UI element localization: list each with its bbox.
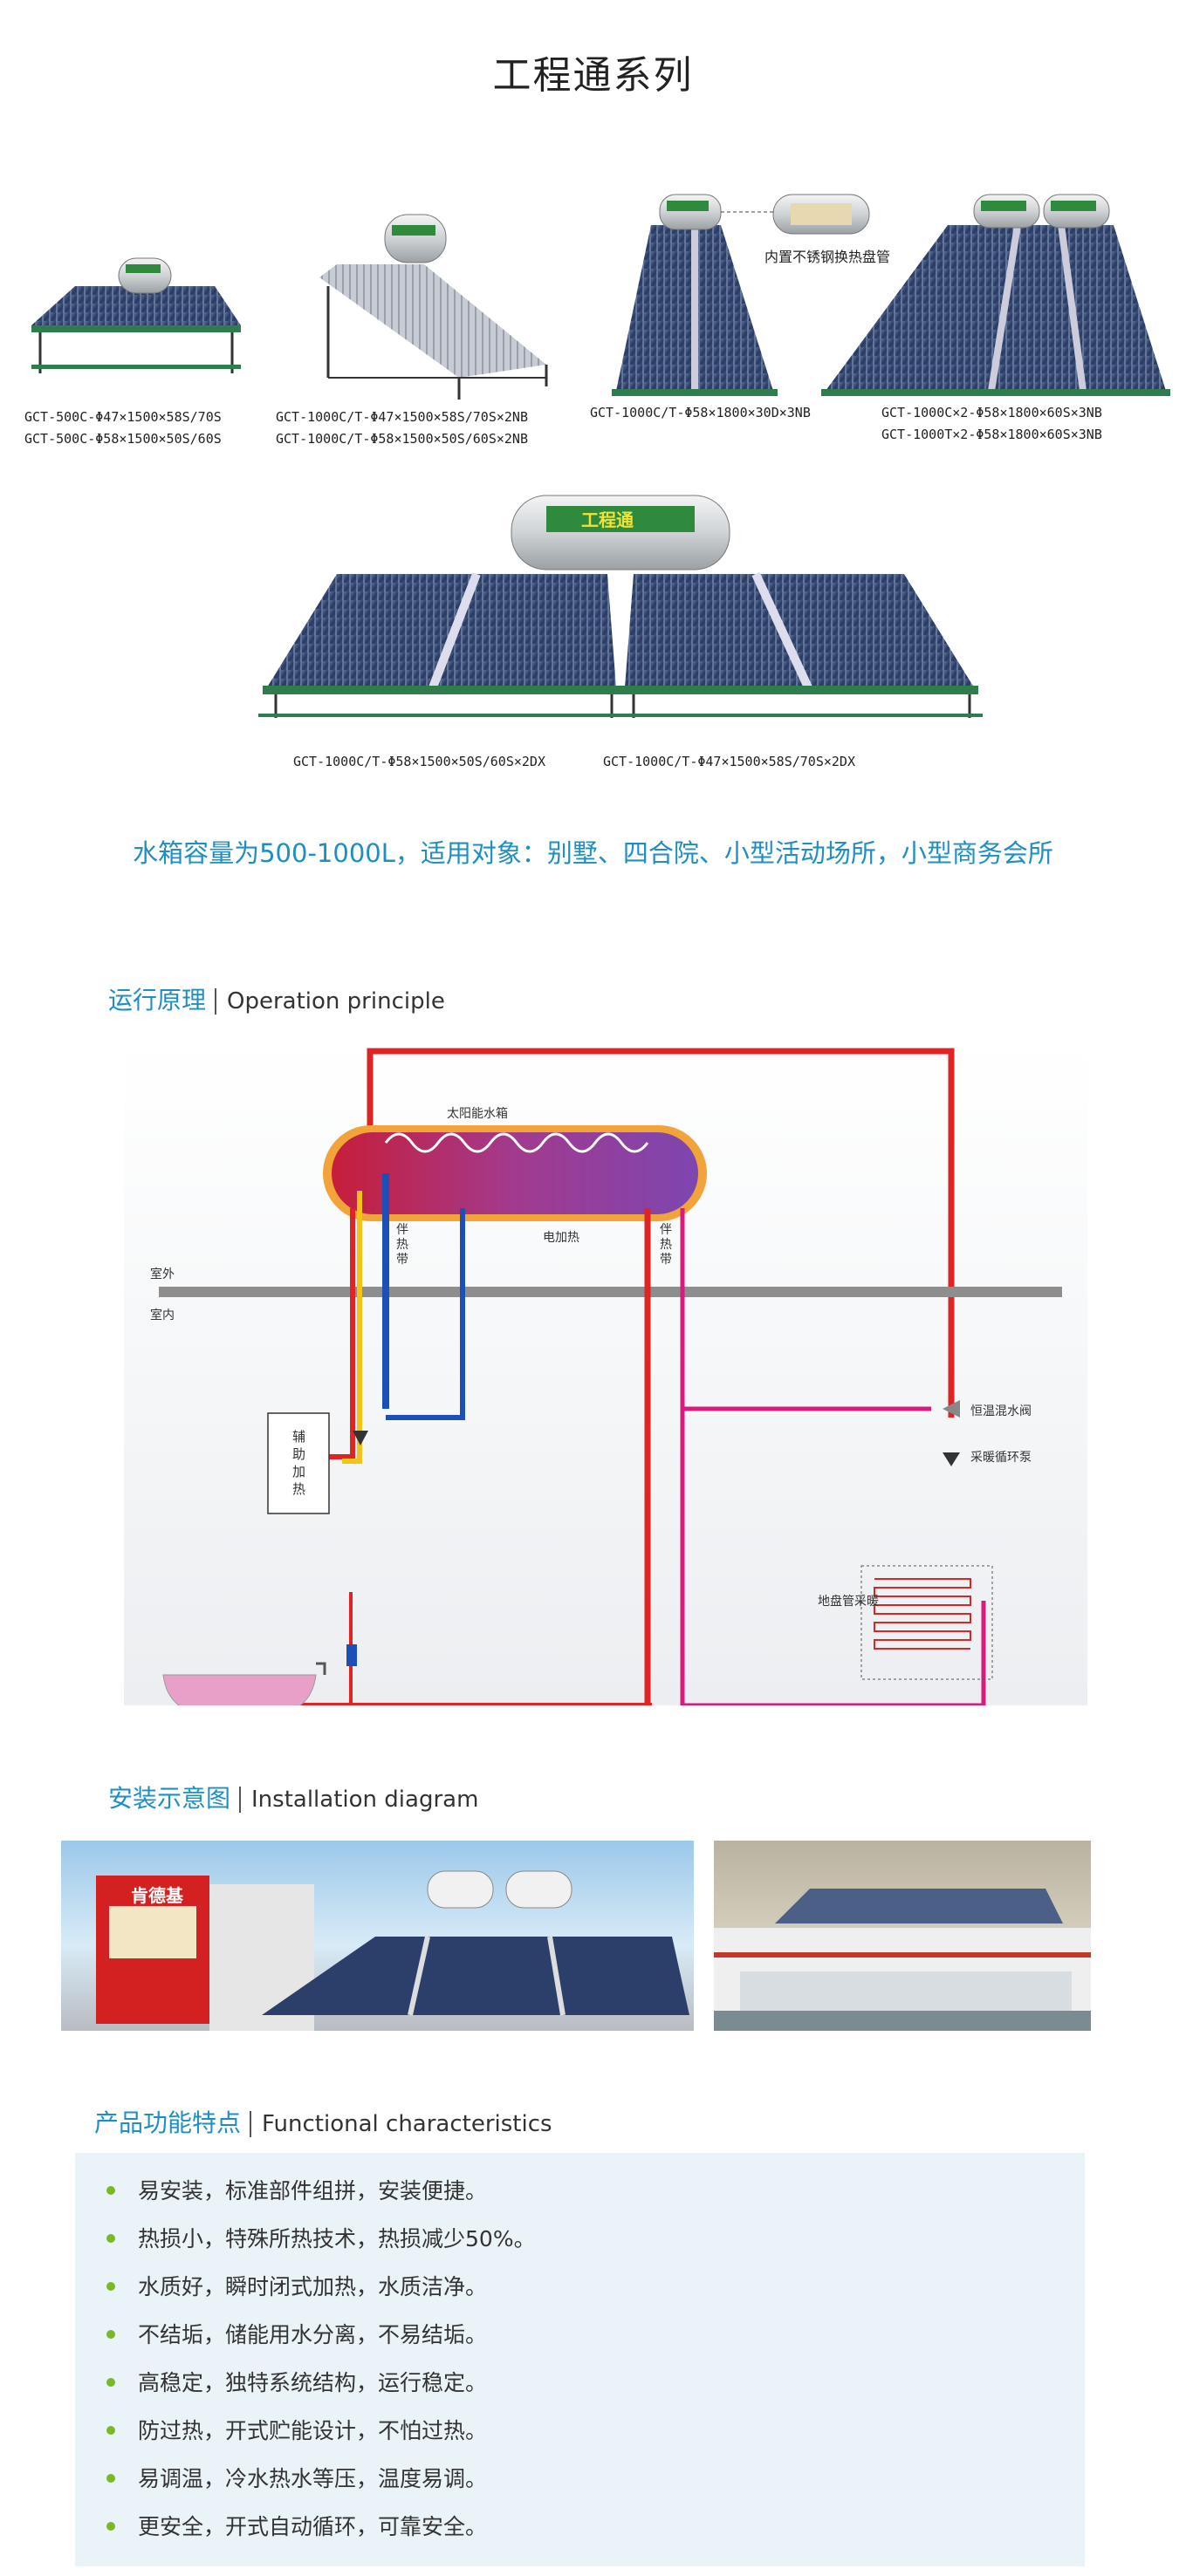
feature-item-8: 更安全，开式自动循环，可靠安全。 <box>138 2514 488 2539</box>
bullet-icon <box>106 2282 115 2291</box>
bullet-icon <box>106 2234 115 2243</box>
feature-item-4: 不结垢，储能用水分离，不易结垢。 <box>138 2322 488 2347</box>
installation-heading-cn: 安装示意图 <box>108 1784 231 1813</box>
install-photo-store-art: 肯德基 <box>96 1870 689 2031</box>
bullet-icon <box>106 2186 115 2195</box>
thermostatic-valve-label: 恒温混水阀 <box>970 1404 1032 1418</box>
inner-coil-note: 内置不锈钢换热盘管 <box>764 249 890 265</box>
floor-heating-label: 地盘管采暖 <box>818 1595 879 1609</box>
features-panel: 易安装，标准部件组拼，安装便捷。 热损小，特殊所热技术，热损减少50%。 水质好… <box>75 2153 1085 2566</box>
heat-tape-left-label: 伴热带 <box>396 1223 408 1267</box>
bullet-icon <box>106 2474 115 2483</box>
product-gct-1000c-2nb <box>319 214 548 400</box>
feature-item-3: 水质好，瞬时闭式加热，水质洁净。 <box>138 2274 488 2299</box>
bullet-icon <box>106 2330 115 2339</box>
operation-diagram: 太阳能水箱 室外 室内 伴热带 伴热带 电加热 辅助加热 恒温混水阀 采暖循环泵… <box>124 1042 1087 1715</box>
operation-heading-cn: 运行原理 <box>108 986 207 1015</box>
model-4-line1: GCT-1000C×2-Φ58×1800×60S×3NB <box>881 405 1102 420</box>
tank-brand-label: 工程通 <box>581 509 634 530</box>
model-4-line2: GCT-1000T×2-Φ58×1800×60S×3NB <box>881 427 1102 442</box>
heating-pump-label: 采暖循环泵 <box>970 1451 1032 1465</box>
bullet-icon <box>106 2426 115 2435</box>
bullet-icon <box>106 2378 115 2387</box>
model-5-line1: GCT-1000C/T-Φ58×1500×50S/60S×2DX <box>293 754 545 769</box>
model-3-line1: GCT-1000C/T-Φ58×1800×30D×3NB <box>590 405 811 420</box>
install-photo-store: 肯德基 <box>61 1841 694 2031</box>
features-heading: 产品功能特点 Functional characteristics <box>94 2104 552 2139</box>
store-sign: 肯德基 <box>131 1885 184 1906</box>
feature-item-2: 热损小，特殊所热技术，热损减少50%。 <box>138 2226 536 2251</box>
product-gct-1000c-3nb <box>612 194 870 396</box>
feature-item-5: 高稳定，独特系统结构，运行稳定。 <box>138 2370 488 2395</box>
product-gct-1000c-x2 <box>821 194 1170 396</box>
model-1-line1: GCT-500C-Φ47×1500×58S/70S <box>24 409 222 425</box>
model-1-line2: GCT-500C-Φ58×1500×50S/60S <box>24 431 222 447</box>
product-gct-500c <box>31 257 241 373</box>
aux-heating-label: 辅助加热 <box>292 1429 306 1497</box>
heat-tape-right-label: 伴热带 <box>660 1223 672 1267</box>
installation-heading-en: Installation diagram <box>239 1787 479 1813</box>
install-photo-rooftop <box>714 1841 1091 2031</box>
tank-label: 太阳能水箱 <box>447 1107 508 1121</box>
electric-heating-label: 电加热 <box>543 1231 579 1245</box>
page-title: 工程通系列 <box>492 53 694 98</box>
operation-heading-en: Operation principle <box>215 988 445 1015</box>
model-2-line2: GCT-1000C/T-Φ58×1500×50S/60S×2NB <box>276 431 528 447</box>
features-heading-cn: 产品功能特点 <box>94 2108 242 2137</box>
install-photo-rooftop-art <box>714 1889 1091 2031</box>
indoor-label: 室内 <box>150 1308 175 1322</box>
operation-heading: 运行原理 Operation principle <box>108 981 445 1016</box>
model-6-line1: GCT-1000C/T-Φ47×1500×58S/70S×2DX <box>603 754 855 769</box>
features-heading-en: Functional characteristics <box>250 2111 552 2137</box>
outdoor-label: 室外 <box>150 1268 175 1281</box>
product-gct-1000c-2dx: 工程通 <box>258 495 983 718</box>
operation-schematic <box>159 1048 1062 1715</box>
feature-item-7: 易调温，冷水热水等压，温度易调。 <box>138 2466 488 2491</box>
product-illustrations: GCT-500C-Φ47×1500×58S/70S GCT-500C-Φ58×1… <box>24 194 1170 769</box>
installation-heading: 安装示意图 Installation diagram <box>108 1780 479 1814</box>
feature-item-6: 防过热，开式贮能设计，不怕过热。 <box>138 2418 488 2443</box>
capacity-subtitle: 水箱容量为500-1000L，适用对象：别墅、四合院、小型活动场所，小型商务会所 <box>133 838 1053 868</box>
feature-item-1: 易安装，标准部件组拼，安装便捷。 <box>138 2178 488 2204</box>
bullet-icon <box>106 2522 115 2531</box>
model-2-line1: GCT-1000C/T-Φ47×1500×58S/70S×2NB <box>276 409 528 425</box>
product-gallery: GCT-500C-Φ47×1500×58S/70S GCT-500C-Φ58×1… <box>23 155 1178 801</box>
